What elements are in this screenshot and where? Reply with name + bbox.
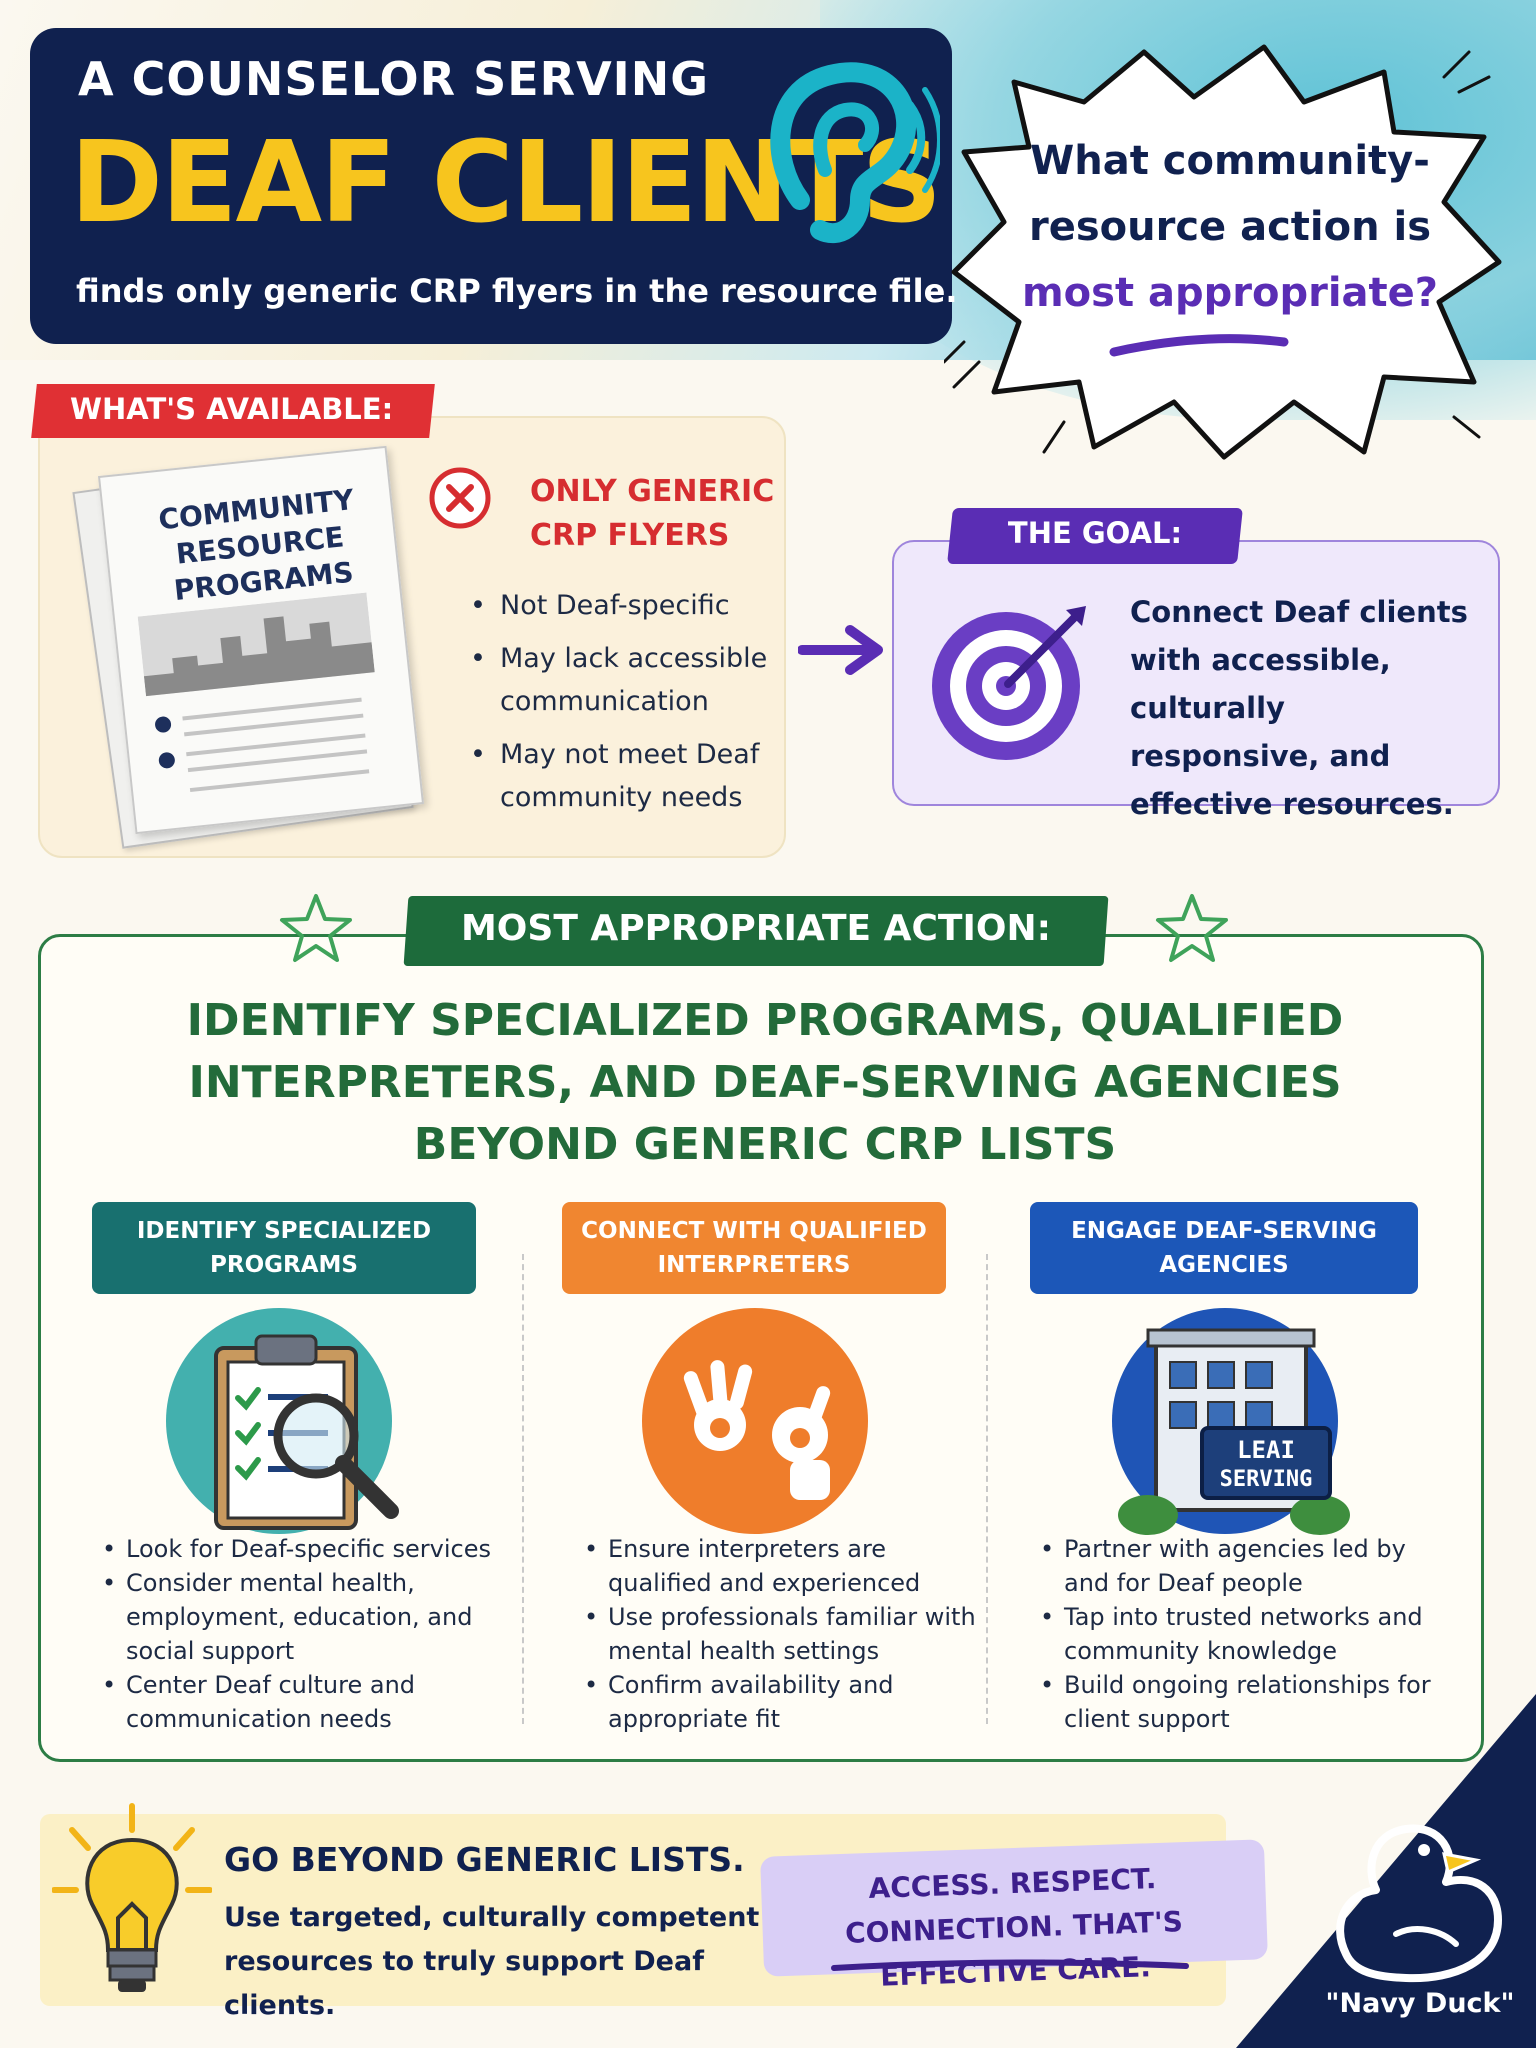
x-circle-icon [429,467,491,529]
list-item: Tap into trusted networks and community … [1038,1600,1458,1668]
column-divider [986,1254,988,1724]
list-item: Look for Deaf-specific services [100,1532,510,1566]
available-heading: ONLY GENERIC CRP FLYERS [530,474,775,553]
brand-label: "Navy Duck" [1325,1988,1515,2019]
arrow-right-icon [798,625,883,675]
duck-icon [1336,1824,1502,1983]
action-tag-label: MOST APPROPRIATE ACTION: [460,908,1051,949]
star-icon [280,894,352,962]
question-text: What community-resource action is most ap… [1010,128,1450,326]
lightbulb-icon [52,1803,212,1992]
flyer-skyline-art [137,592,375,793]
interpreters-list: Ensure interpreters are qualified and ex… [582,1532,982,1736]
footer-text: Use targeted, culturally competent resou… [224,1902,760,2021]
action-text: IDENTIFY SPECIALIZED PROGRAMS, QUALIFIED… [186,995,1344,1170]
sign-language-hands-icon [683,1360,831,1500]
clipboard-magnifier-icon [214,1334,399,1530]
list-item: Ensure interpreters are qualified and ex… [582,1532,982,1600]
footer-heading: GO BEYOND GENERIC LISTS. [224,1840,745,1879]
column-heading-programs: IDENTIFY SPECIALIZED PROGRAMS [92,1202,476,1294]
list-item: Consider mental health, employment, educ… [100,1566,510,1668]
list-item: Partner with agencies led by and for Dea… [1038,1532,1458,1600]
slogan: ACCESS. RESPECT. CONNECTION. THAT'S EFFE… [844,1862,1184,1993]
column-heading-agencies: ENGAGE DEAF-SERVING AGENCIES [1030,1202,1418,1294]
interpreters-icon-circle [642,1308,868,1534]
target-icon [932,606,1086,760]
list-item: Confirm availability and appropriate fit [582,1668,982,1736]
list-item: Use professionals familiar with mental h… [582,1600,982,1668]
agencies-list: Partner with agencies led by and for Dea… [1038,1532,1458,1736]
list-item: Build ongoing relationships for client s… [1038,1668,1458,1736]
question-highlight: most appropriate? [1022,270,1438,316]
list-item: Center Deaf culture and communication ne… [100,1668,510,1736]
goal-tag-label: THE GOAL: [1007,516,1183,550]
programs-list: Look for Deaf-specific services Consider… [100,1532,510,1736]
question-part1: What community-resource action is [1028,138,1432,250]
list-item: May not meet Deaf community needs [470,733,770,819]
ear-icon [770,62,940,244]
available-list: Not Deaf-specific May lack accessible co… [470,584,770,829]
title-line3: finds only generic CRP flyers in the res… [76,272,958,310]
column-heading-interpreters: CONNECT WITH QUALIFIED INTERPRETERS [562,1202,946,1294]
sign-line1: LEAI [1237,1436,1295,1464]
brand-corner [1236,1694,1536,2048]
goal-text: Connect Deaf clients with accessible, cu… [1130,595,1468,821]
star-icon [1156,894,1228,962]
question-burst [944,44,1502,460]
list-item: Not Deaf-specific [470,584,770,627]
slogan-underline [831,1959,1189,1971]
building-icon: LEAI SERVING [1118,1328,1350,1535]
list-item: May lack accessible communication [470,637,770,723]
sign-line2: SERVING [1220,1467,1313,1492]
available-tag-label: WHAT'S AVAILABLE: [70,392,394,426]
title-line1: A COUNSELOR SERVING [78,52,710,106]
column-divider [522,1254,524,1724]
